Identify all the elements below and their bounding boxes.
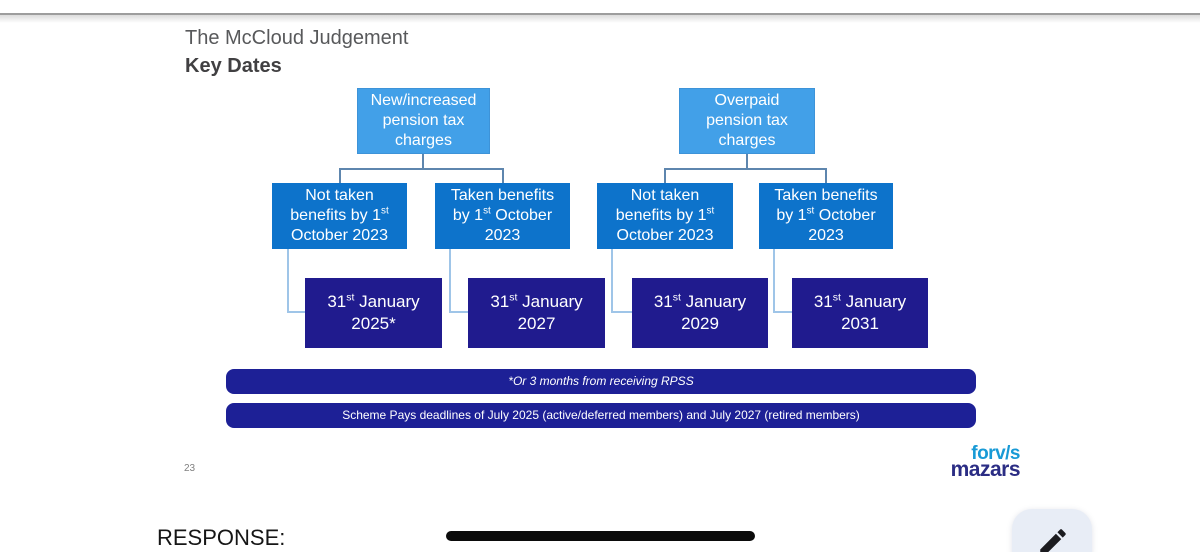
deadline-box-2029: 31st January 2029 <box>632 278 768 348</box>
box-line: by 1st October <box>452 205 553 224</box>
box-line: benefits by 1st <box>615 205 715 224</box>
connector-tree2-stem <box>746 154 748 169</box>
box-line: 2025* <box>351 314 396 333</box>
box-line: 2023 <box>808 227 844 244</box>
root-box-new-increased: New/increased pension tax charges <box>357 88 490 154</box>
connector-tree1-stem <box>422 154 424 169</box>
condition-box-not-taken-1: Not taken benefits by 1st October 2023 <box>272 183 407 249</box>
deadline-box-2025: 31st January 2025* <box>305 278 442 348</box>
connector-elbow4-v <box>773 249 775 313</box>
box-line: Not taken <box>630 187 700 204</box>
box-line: 31st January <box>653 291 747 311</box>
connector-tree1-drop-right <box>502 168 504 183</box>
box-line: 2023 <box>484 227 521 244</box>
connector-elbow3-v <box>611 249 613 313</box>
logo-mazars: mazars <box>950 458 1021 481</box>
deadline-box-2031: 31st January 2031 <box>792 278 928 348</box>
box-line: 2027 <box>517 314 556 333</box>
top-divider <box>0 13 1200 15</box>
box-line: by 1st October <box>776 205 876 224</box>
box-line: October 2023 <box>291 227 388 244</box>
connector-elbow4-h <box>773 311 792 313</box>
box-line: charges <box>395 132 452 149</box>
note-banner: *Or 3 months from receiving RPSS <box>226 369 976 394</box>
box-line: 2029 <box>681 314 719 333</box>
box-line: Taken benefits <box>774 187 878 204</box>
box-line: Not taken <box>305 187 374 204</box>
box-line: 2031 <box>841 314 879 333</box>
connector-tree2-drop-left <box>664 168 666 183</box>
response-label: RESPONSE: <box>157 525 286 550</box>
box-line: October 2023 <box>616 227 714 244</box>
ink-stroke <box>446 531 755 541</box>
box-line: 31st January <box>813 291 907 311</box>
root-box-overpaid: Overpaid pension tax charges <box>679 88 815 154</box>
box-line: benefits by 1st <box>290 205 389 224</box>
condition-box-taken-1: Taken benefits by 1st October 2023 <box>435 183 570 249</box>
box-line: Taken benefits <box>450 187 555 204</box>
connector-tree2-drop-right <box>825 168 827 183</box>
connector-elbow3-h <box>611 311 632 313</box>
brand-logo: forv/s mazars <box>928 443 1021 481</box>
condition-box-taken-2: Taken benefits by 1st October 2023 <box>759 183 893 249</box>
box-line: New/increased <box>370 92 477 109</box>
box-line: pension tax <box>382 112 465 129</box>
condition-box-not-taken-2: Not taken benefits by 1st October 2023 <box>597 183 733 249</box>
scheme-pays-banner: Scheme Pays deadlines of July 2025 (acti… <box>226 403 976 428</box>
connector-tree1-bar <box>339 168 504 170</box>
box-line: 31st January <box>327 291 420 311</box>
logo-forvis: forv/s <box>971 443 1020 464</box>
box-line: 31st January <box>490 291 583 311</box>
connector-elbow1-v <box>287 249 289 313</box>
connector-tree2-bar <box>664 168 827 170</box>
top-divider-shadow <box>0 15 1200 23</box>
edit-button[interactable] <box>1012 509 1092 552</box>
box-line: Overpaid <box>714 92 780 109</box>
deadline-box-2027: 31st January 2027 <box>468 278 605 348</box>
box-line: pension tax <box>706 112 788 129</box>
slide-title: The McCloud Judgement <box>185 27 409 49</box>
connector-elbow1-h <box>287 311 305 313</box>
page-number: 23 <box>184 463 196 474</box>
box-line: charges <box>718 132 776 149</box>
slide-subtitle: Key Dates <box>185 55 282 77</box>
connector-tree1-drop-left <box>339 168 341 183</box>
connector-elbow2-v <box>449 249 451 313</box>
connector-elbow2-h <box>449 311 468 313</box>
